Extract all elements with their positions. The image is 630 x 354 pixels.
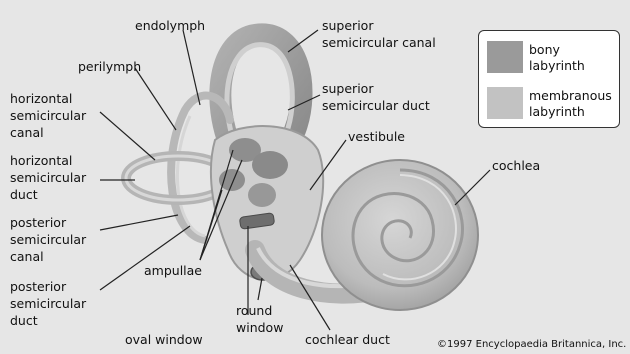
legend-swatch-membranous [487, 87, 523, 119]
label-vestibule: vestibule [348, 128, 405, 145]
ampulla-shape-3 [219, 169, 245, 191]
ampulla-shape-2 [252, 151, 288, 179]
label-endolymph: endolymph [135, 17, 205, 34]
label-cochlea: cochlea [492, 157, 540, 174]
label-superior-semicircular-duct: superior semicircular duct [322, 80, 430, 114]
label-ampullae: ampullae [144, 262, 202, 279]
copyright-credit: ©1997 Encyclopaedia Britannica, Inc. [437, 339, 626, 350]
label-horizontal-semicircular-duct: horizontal semicircular duct [10, 152, 86, 203]
legend: bony labyrinth membranous labyrinth [478, 30, 620, 128]
label-perilymph: perilymph [78, 58, 141, 75]
cochlea-shape [322, 160, 478, 310]
legend-label-bony: bony labyrinth [529, 42, 585, 74]
label-round-window: round window [236, 302, 283, 336]
utricle-shape [248, 183, 276, 207]
label-superior-semicircular-canal: superior semicircular canal [322, 17, 436, 51]
label-posterior-semicircular-duct: posterior semicircular duct [10, 278, 86, 329]
label-cochlear-duct: cochlear duct [305, 331, 390, 348]
legend-swatch-bony [487, 41, 523, 73]
label-horizontal-semicircular-canal: horizontal semicircular canal [10, 90, 86, 141]
label-oval-window: oval window [125, 331, 203, 348]
legend-label-membranous: membranous labyrinth [529, 88, 612, 120]
label-posterior-semicircular-canal: posterior semicircular canal [10, 214, 86, 265]
